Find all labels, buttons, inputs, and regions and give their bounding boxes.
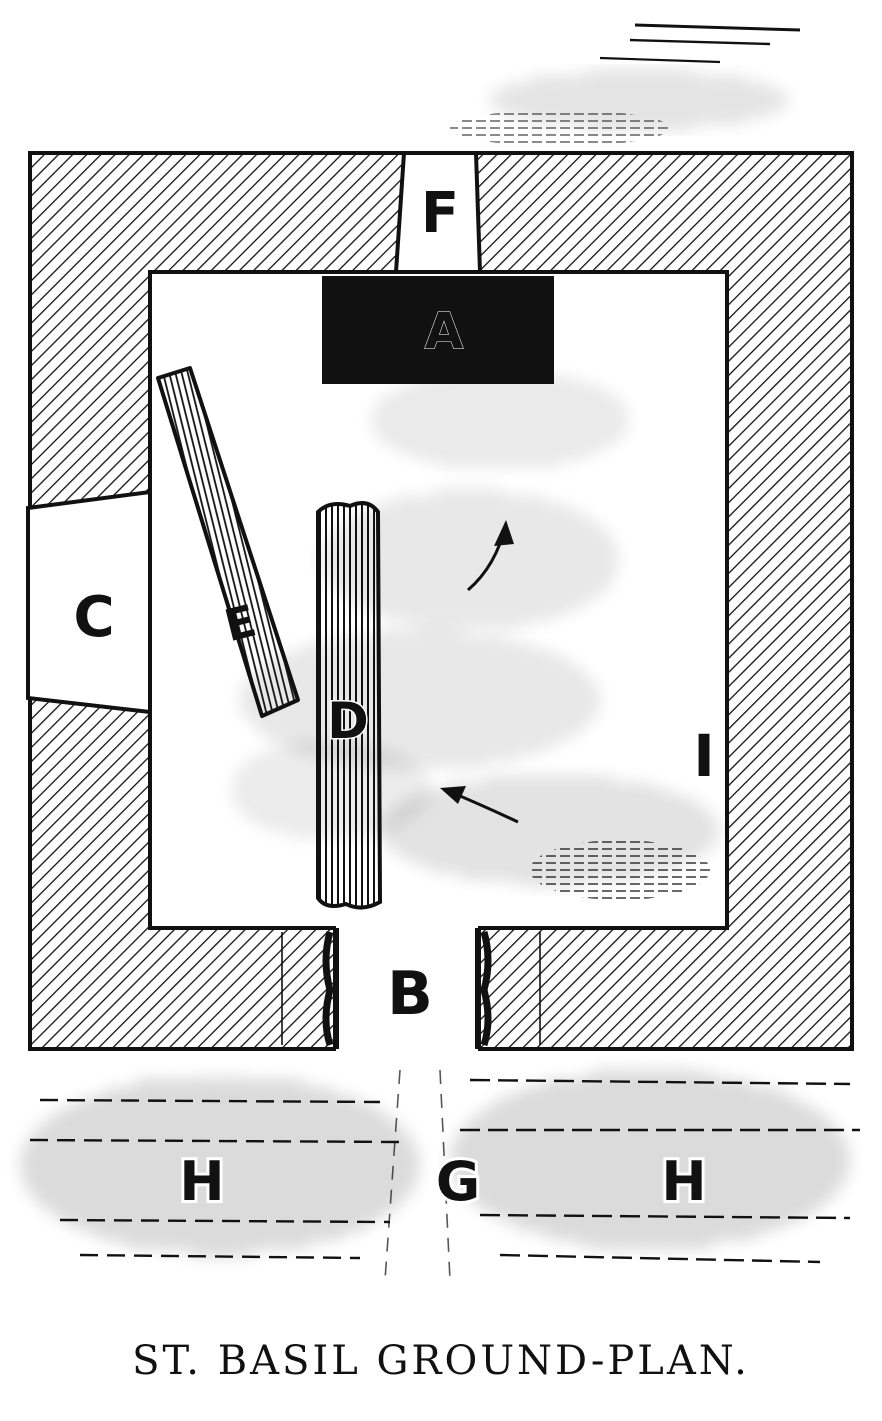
ground-right — [450, 1070, 860, 1264]
smoke-inside — [230, 370, 720, 900]
label-h-right: H — [661, 1150, 706, 1213]
label-a: A — [425, 302, 464, 360]
airflow-arrow-upper — [467, 520, 514, 592]
slanted-log-e: E — [156, 366, 300, 718]
side-opening-c: C — [26, 489, 152, 715]
label-f: F — [421, 181, 459, 246]
upright-log-d: D — [316, 501, 383, 910]
smoke-drift-top — [450, 23, 801, 146]
label-i: I — [693, 722, 715, 790]
label-d: D — [327, 692, 369, 750]
caption-title: ST. BASIL GROUND-PLAN. — [132, 1338, 750, 1384]
ground-left — [20, 1075, 420, 1260]
label-g: G — [436, 1150, 480, 1213]
doorway-b: B — [281, 925, 541, 1051]
chimney-opening-f: F — [393, 151, 483, 274]
ground-path — [384, 1069, 451, 1281]
hearth-a: A — [322, 276, 554, 384]
label-b: B — [387, 959, 433, 1029]
outer-walls — [28, 151, 854, 1051]
label-c: C — [73, 585, 114, 650]
airflow-arrow-lower — [440, 786, 519, 824]
label-h-left: H — [179, 1150, 224, 1213]
